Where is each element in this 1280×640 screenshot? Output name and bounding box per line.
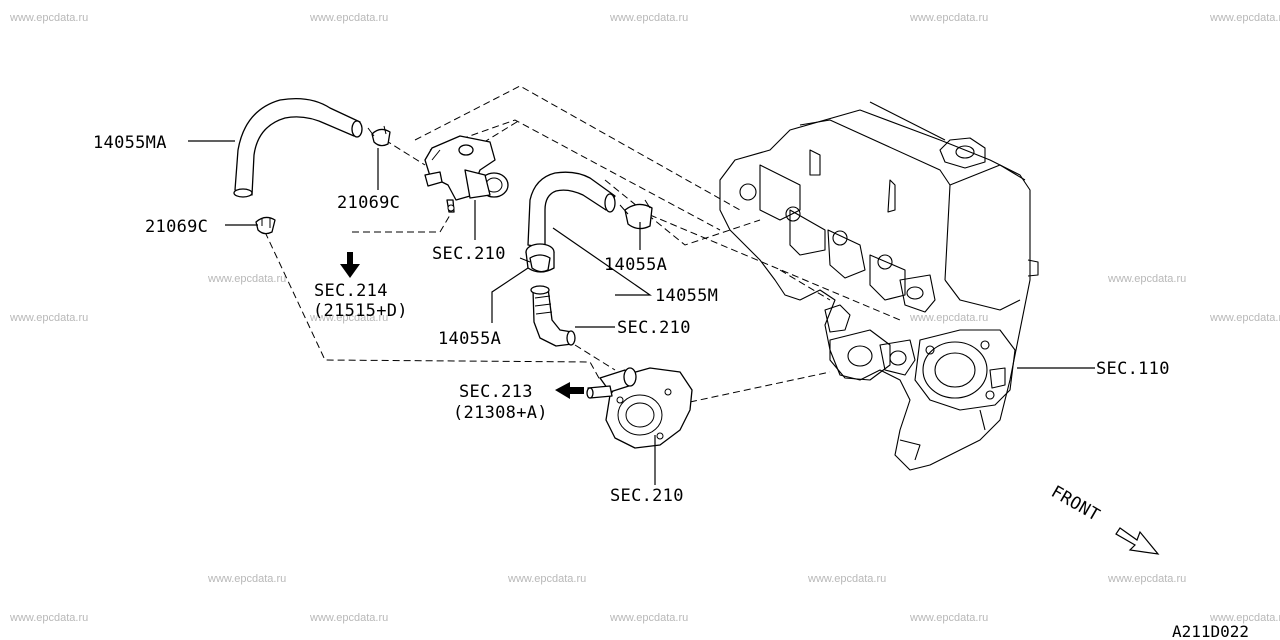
label-sec110: SEC.110 (1096, 359, 1170, 379)
label-front: FRONT (1048, 482, 1104, 526)
watermark-text: www.epcdata.ru (9, 612, 88, 624)
watermark-layer: www.epcdata.ru www.epcdata.ru www.epcdat… (9, 12, 1280, 624)
watermark-text: www.epcdata.ru (909, 312, 988, 324)
watermark-text: www.epcdata.ru (909, 12, 988, 24)
watermark-text: www.epcdata.ru (309, 612, 388, 624)
front-direction-arrow-icon (1115, 527, 1160, 555)
watermark-text: www.epcdata.ru (1209, 612, 1280, 624)
connection-lines (264, 85, 901, 403)
diagram-code: A211D022 (1172, 622, 1249, 640)
watermark-text: www.epcdata.ru (909, 612, 988, 624)
watermark-text: www.epcdata.ru (207, 273, 286, 285)
water-pipe-middle (530, 285, 576, 347)
thermostat-housing-lower (586, 367, 693, 449)
label-sec214-ref: (21515+D) (313, 301, 408, 321)
watermark-text: www.epcdata.ru (9, 12, 88, 24)
leader-lines (188, 140, 1095, 485)
label-14055m: 14055M (655, 286, 718, 306)
label-sec213: SEC.213 (459, 382, 533, 402)
watermark-text: www.epcdata.ru (1107, 573, 1186, 585)
label-sec210-top: SEC.210 (432, 244, 506, 264)
label-sec213-ref: (21308+A) (453, 403, 548, 423)
label-sec210-mid: SEC.210 (617, 318, 691, 338)
watermark-text: www.epcdata.ru (807, 573, 886, 585)
watermark-text: www.epcdata.ru (507, 573, 586, 585)
label-21069c-top: 21069C (337, 193, 400, 213)
watermark-text: www.epcdata.ru (1209, 12, 1280, 24)
engine-block (719, 101, 1039, 471)
watermark-text: www.epcdata.ru (609, 612, 688, 624)
clamp-21069c-top (367, 125, 391, 147)
watermark-text: www.epcdata.ru (1209, 312, 1280, 324)
label-21069c-left: 21069C (145, 217, 208, 237)
callout-labels: 14055MA 21069C 21069C SEC.210 SEC.214 (2… (93, 133, 1249, 640)
down-arrow-icon (340, 252, 360, 278)
left-arrow-icon (555, 382, 584, 399)
label-14055ma: 14055MA (93, 133, 167, 153)
clamp-21069c-left (255, 216, 276, 235)
label-14055a-right: 14055A (604, 255, 667, 275)
watermark-text: www.epcdata.ru (9, 312, 88, 324)
clamp-14055a-mid (519, 254, 551, 273)
watermark-text: www.epcdata.ru (309, 312, 388, 324)
watermark-text: www.epcdata.ru (609, 12, 688, 24)
hose-14055ma (233, 97, 363, 198)
label-14055a-mid: 14055A (438, 329, 501, 349)
watermark-text: www.epcdata.ru (207, 573, 286, 585)
watermark-text: www.epcdata.ru (1107, 273, 1186, 285)
clamp-14055a-right (619, 199, 653, 230)
label-sec214: SEC.214 (314, 281, 388, 301)
watermark-text: www.epcdata.ru (309, 12, 388, 24)
water-outlet-upper (424, 135, 509, 213)
label-sec210-bottom: SEC.210 (610, 486, 684, 506)
